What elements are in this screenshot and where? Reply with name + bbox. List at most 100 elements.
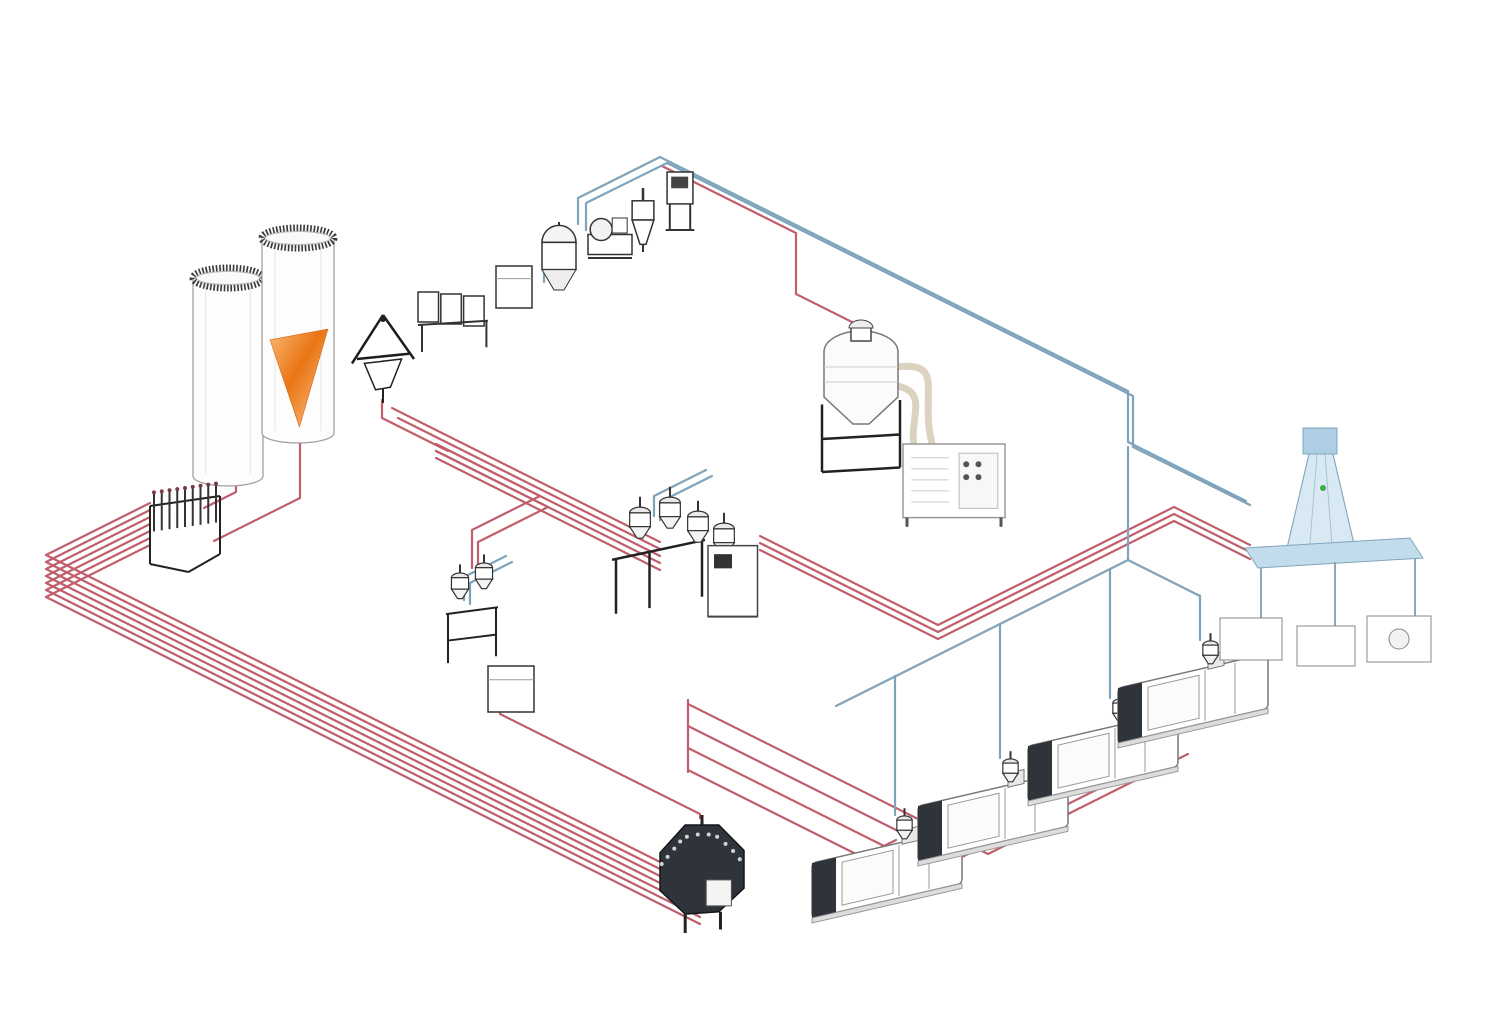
hopper-body [659, 502, 681, 518]
filmline-platform [1244, 537, 1424, 569]
injection-molding-machine-4 [1117, 633, 1269, 749]
material-pipe-center-line-5 [434, 456, 662, 572]
storage-silo-right [258, 224, 338, 444]
blender-cell [417, 291, 440, 323]
crystallizer-mixer [659, 815, 745, 933]
material-cone [269, 328, 329, 428]
pump-motor [589, 217, 613, 242]
mixer-bolt [737, 857, 742, 862]
material-pipe-trunk-4 [44, 522, 702, 905]
hopper-lid [474, 562, 494, 569]
filmline-winder-roll [1388, 628, 1410, 650]
pump-filter [611, 217, 628, 234]
hopper-body [896, 819, 913, 831]
mixer-bolt [715, 834, 720, 839]
hopper-body [450, 577, 470, 590]
machine-clamp-guard [947, 792, 1000, 849]
hopper-lid [629, 506, 651, 514]
loader-cone [541, 269, 577, 291]
hopper-body [1202, 644, 1219, 656]
silo-top [196, 271, 260, 285]
hopper-cone [1201, 654, 1220, 665]
material-pipe-trunk-1 [44, 501, 702, 884]
material-pipe-machine-feed-4 [686, 702, 1190, 856]
cyclone-cone [631, 219, 655, 246]
material-pipe-silo-right-feed [212, 436, 302, 543]
bigbag-hook [380, 316, 386, 322]
filmline-cage-bar [1324, 453, 1333, 549]
box-body [495, 265, 533, 309]
filmline-bubble-cage [1286, 453, 1356, 549]
material-pipe-trunk-6 [44, 536, 702, 919]
coupling-station-manifold [149, 481, 221, 573]
hopper-body [629, 512, 651, 528]
material-pipe-center-line-1 [434, 428, 662, 544]
vacuum-pipe-dosing-vacuum-2 [468, 560, 514, 606]
material-pipe-center-stub-1 [390, 406, 438, 432]
mixer-bolt [706, 832, 711, 837]
material-pipe-film-feed-3 [758, 519, 1252, 641]
weighing-blender-unit [417, 291, 488, 352]
machine-control-box [918, 800, 942, 861]
moldmachine-body-group [1117, 650, 1269, 749]
manifold-coupling [159, 489, 164, 494]
bigbag-frame [350, 314, 416, 365]
manifold-coupling [214, 481, 218, 486]
manifold-coupling [206, 482, 211, 487]
filmline-die-unit [1296, 625, 1356, 667]
storage-silo-left [189, 264, 267, 487]
dryer-control [963, 461, 970, 468]
bigbag-hopper [363, 358, 403, 391]
hopper-lid [1202, 640, 1219, 646]
manifold-coupling [190, 484, 195, 489]
manifold-coupling [183, 486, 187, 490]
dryhopper-loader-dome [848, 319, 874, 329]
machine-control-box [1118, 682, 1142, 743]
material-pipe-trunk-2 [44, 508, 702, 891]
mixer-panel [705, 879, 732, 907]
hopper-body [474, 567, 494, 580]
loader-body [541, 241, 577, 271]
machine-clamp-guard [841, 849, 894, 906]
dryhopper-vessel [823, 330, 899, 425]
filmline-cage-bar [1309, 453, 1318, 549]
desiccant-dryer [902, 443, 1006, 527]
dryer-control [963, 474, 970, 481]
machine-base-rail [811, 882, 963, 924]
filmline-cage-bar [1286, 453, 1310, 549]
manifold-coupling [152, 490, 156, 495]
manifold-coupling [167, 488, 172, 493]
hopper-lid [713, 522, 735, 530]
hopper-cone [628, 526, 652, 539]
material-pipe-trunk-3 [44, 515, 702, 898]
central-blending-station [611, 486, 759, 618]
mixer-bolt [678, 839, 683, 844]
mixer-bolt [684, 834, 689, 839]
material-pipe-dosing-feed-1 [434, 442, 542, 570]
vacuum-pipe-vacuum-branch-4 [1126, 558, 1202, 598]
film-extrusion-line [1219, 427, 1432, 667]
material-pipe-film-feed-2 [758, 512, 1252, 634]
panel-screen [671, 176, 689, 189]
hopper-body [713, 528, 735, 544]
material-pipe-trunk-5 [44, 529, 702, 912]
machine-clamp-guard [1147, 674, 1200, 731]
filmline-extruder [1219, 617, 1283, 661]
vacuum-pipe-vacuum-main-2 [584, 161, 1252, 507]
blendstation-display [714, 554, 732, 569]
mixer-bolt [695, 832, 700, 837]
components-layer [149, 171, 1432, 933]
material-pipe-center-line-2 [434, 435, 662, 551]
mixer-bolt [731, 848, 736, 853]
filmline-cage-bar [1332, 453, 1356, 549]
blender-stand [417, 319, 488, 352]
mixer-bolt [659, 861, 664, 866]
blendstation-frame [611, 538, 706, 614]
material-pipes-layer [44, 164, 1252, 926]
machine-clamp-guard [1057, 732, 1110, 789]
dosestation-frame [445, 606, 499, 664]
material-pipe-bigbag-feed [380, 398, 450, 453]
mixer-legs [683, 911, 722, 933]
hopper-body [687, 516, 709, 532]
